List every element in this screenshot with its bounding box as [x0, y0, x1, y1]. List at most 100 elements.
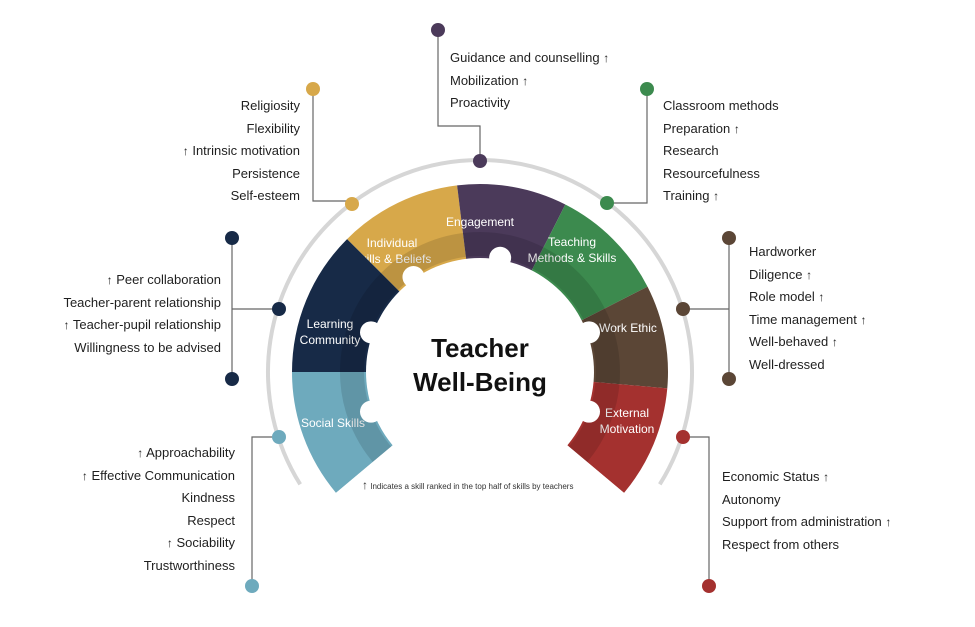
wheel-cutout	[334, 372, 626, 562]
connector-dot	[345, 197, 359, 211]
segment-label-workethic: Work Ethic	[599, 321, 657, 335]
list-item-text: Peer collaboration	[116, 272, 221, 287]
list-item-text: Autonomy	[722, 491, 781, 507]
list-item: Mobilization ↑	[450, 70, 609, 93]
list-item-text: Preparation	[663, 120, 731, 136]
list-item-text: Respect	[187, 512, 235, 528]
list-item: Preparation ↑	[663, 118, 779, 141]
connector-dot	[272, 302, 286, 316]
segment-label-individual: Individual	[367, 236, 418, 250]
list-item-text: Economic Status	[722, 469, 820, 484]
list-item: Respect	[82, 510, 235, 533]
connector-dot	[245, 579, 259, 593]
list-item: Religiosity	[183, 95, 300, 118]
list-item-text: Guidance and counselling	[450, 50, 600, 65]
segment-label-engagement: Engagement	[446, 215, 515, 229]
list-item: Kindness	[82, 487, 235, 510]
connector-workethic	[676, 231, 736, 386]
connector-teaching	[600, 82, 654, 210]
list-item: Guidance and counselling ↑	[450, 47, 609, 70]
connector-dot	[600, 196, 614, 210]
list-item-text: Willingness to be advised	[74, 339, 221, 355]
segment-label-social: Social Skills	[301, 416, 365, 430]
list-social: ↑ Approachability↑ Effective Communicati…	[82, 442, 235, 577]
connector-dot	[225, 231, 239, 245]
segment-label-external: Motivation	[600, 422, 655, 436]
list-item-text: Classroom methods	[663, 98, 779, 113]
list-item: Self-esteem	[183, 185, 300, 208]
list-item: Proactivity	[450, 92, 609, 115]
list-item-text: Diligence	[749, 266, 803, 282]
list-item: Role model ↑	[749, 286, 867, 309]
connector-dot	[306, 82, 320, 96]
list-item: Well-behaved ↑	[749, 331, 867, 354]
arrow-up-icon: ↑	[137, 446, 144, 460]
arrow-up-icon: ↑	[823, 470, 830, 484]
list-item-text: Hardworker	[749, 244, 817, 259]
list-item-text: Kindness	[181, 490, 235, 505]
connector-dot	[272, 430, 286, 444]
connector-dot	[702, 579, 716, 593]
list-item-text: Proactivity	[450, 95, 510, 110]
list-item-text: Resourcefulness	[663, 165, 760, 181]
list-item-text: Persistence	[232, 165, 300, 181]
arrow-up-icon: ↑	[106, 273, 113, 287]
arrow-up-icon: ↑	[806, 267, 813, 282]
list-item-text: Support from administration	[722, 514, 882, 529]
list-item: Research	[663, 140, 779, 163]
segment-engagement	[457, 183, 566, 282]
connector-dot	[722, 372, 736, 386]
list-item: Persistence	[183, 163, 300, 186]
arrow-up-icon: ↑	[362, 478, 368, 492]
list-item-text: Respect from others	[722, 536, 840, 552]
list-item-text: Training	[663, 188, 710, 203]
arrow-up-icon: ↑	[831, 335, 838, 349]
connector-dot	[722, 231, 736, 245]
arrow-up-icon: ↑	[182, 144, 189, 158]
arrow-up-icon: ↑	[603, 51, 610, 65]
list-item: Autonomy	[722, 489, 891, 512]
segment-label-external: External	[605, 406, 649, 420]
connector-social	[245, 430, 286, 593]
connector-individual	[306, 82, 359, 211]
connector-dot	[473, 154, 487, 168]
center-title-line2: Well-Being	[413, 367, 547, 397]
arrow-up-icon: ↑	[63, 318, 70, 332]
list-item: Flexibility	[183, 118, 300, 141]
arrow-up-icon: ↑	[885, 515, 892, 529]
list-engagement: Guidance and counselling ↑Mobilization ↑…	[450, 47, 609, 115]
list-item-text: Role model	[749, 289, 815, 304]
list-item-text: Well-behaved	[749, 334, 829, 349]
arrow-up-icon: ↑	[713, 189, 720, 203]
list-item-text: Teacher-pupil relationship	[72, 317, 221, 332]
list-item-text: Well-dressed	[749, 356, 825, 372]
list-item-text: Religiosity	[240, 98, 300, 113]
center-title-line1: Teacher	[431, 333, 529, 363]
list-item-text: Research	[663, 143, 719, 158]
list-item: ↑ Effective Communication	[82, 465, 235, 488]
list-item: Respect from others	[722, 534, 891, 557]
connector-external	[676, 430, 716, 593]
list-item: ↑ Approachability	[82, 442, 235, 465]
list-item-text: Intrinsic motivation	[192, 143, 300, 158]
connector-dot	[431, 23, 445, 37]
list-item: Teacher-parent relationship	[63, 292, 221, 315]
arrow-up-icon: ↑	[733, 121, 740, 136]
list-item: Resourcefulness	[663, 163, 779, 186]
list-item: Time management ↑	[749, 309, 867, 332]
segment-label-learning: Learning	[307, 317, 354, 331]
list-item: ↑ Intrinsic motivation	[183, 140, 300, 163]
legend-note: ↑ Indicates a skill ranked in the top ha…	[362, 478, 573, 492]
list-item: Trustworthiness	[82, 555, 235, 578]
arrow-up-icon: ↑	[522, 73, 529, 88]
connector-learning	[225, 231, 286, 386]
list-item-text: Sociability	[176, 535, 235, 550]
list-item-text: Trustworthiness	[143, 557, 235, 573]
connector-dot	[225, 372, 239, 386]
